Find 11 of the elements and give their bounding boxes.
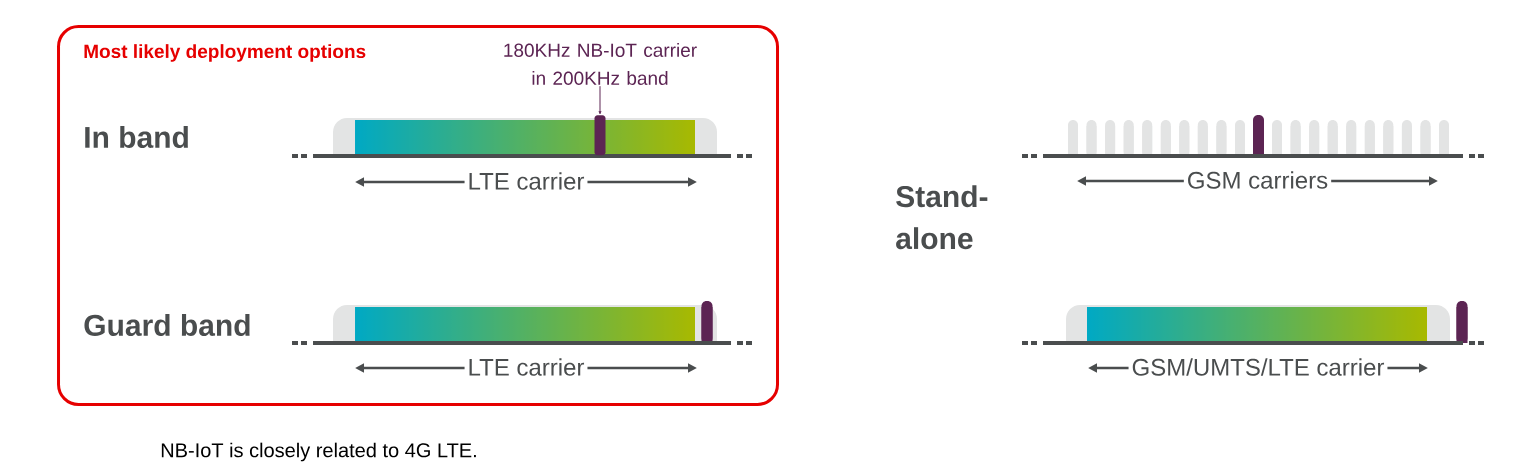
dimension-label: LTE carrier	[464, 171, 588, 191]
row-title: Stand- alone	[896, 185, 988, 250]
dimension-label: GSM/UMTS/LTE carrier	[1128, 357, 1388, 377]
dimension-label: LTE carrier	[464, 357, 588, 377]
callout-text: 180KHz NB-IoT carrier in 200KHz band	[504, 43, 697, 85]
row-title: In band	[85, 126, 188, 148]
row-title: Guard band	[84, 313, 250, 336]
dimension-label: GSM carriers	[1183, 170, 1332, 190]
caption: NB-IoT is closely related to 4G LTE.	[161, 442, 476, 462]
carrier-bar	[594, 115, 606, 156]
arrow	[598, 85, 602, 115]
